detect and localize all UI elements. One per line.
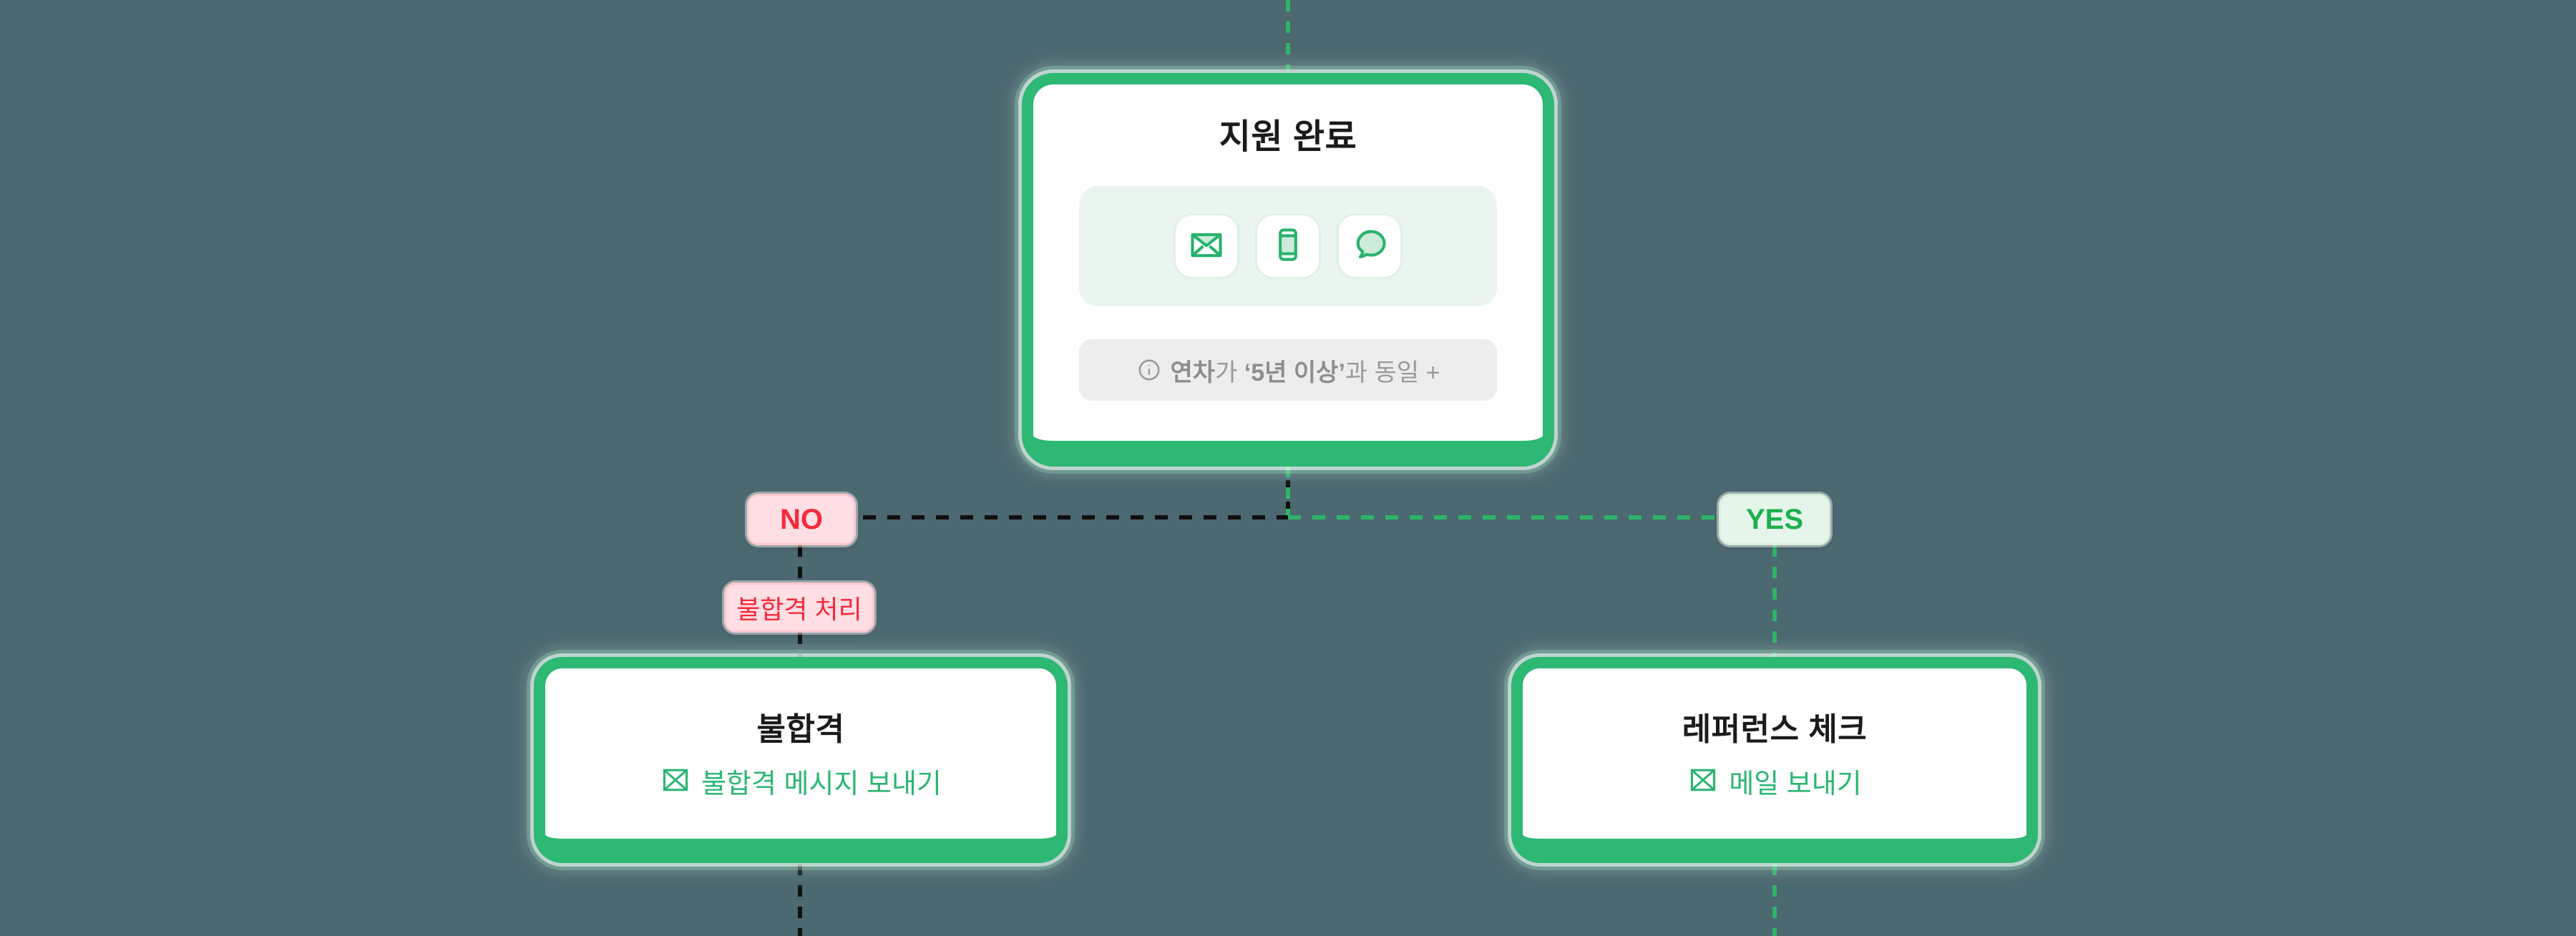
action-label: 불합격 메시지 보내기 — [701, 769, 942, 799]
edge-label-fail-process[interactable]: 불합격 처리 — [724, 582, 874, 633]
edge-label-no[interactable]: NO — [747, 494, 856, 545]
channel-icon-panel — [1079, 186, 1497, 306]
node-fail[interactable]: 불합격 불합격 메시지 보내기 — [534, 657, 1068, 863]
node-title: 불합격 — [756, 712, 845, 747]
node-reference-check[interactable]: 레퍼런스 체크 메일 보내기 — [1511, 657, 2038, 863]
edge-no-horizontal-line — [863, 515, 1288, 520]
edge-reference-outgoing-line — [1772, 864, 1777, 936]
chat-channel-button[interactable] — [1337, 213, 1402, 279]
condition-field: 연차 — [1170, 359, 1216, 386]
edge-label-yes[interactable]: YES — [1719, 494, 1830, 545]
edge-fail-outgoing-line — [798, 864, 802, 936]
edge-yes-horizontal-line — [1288, 515, 1719, 520]
mail-channel-button[interactable] — [1174, 213, 1239, 279]
send-fail-message-action[interactable]: 불합격 메시지 보내기 — [660, 764, 942, 804]
node-apply-complete[interactable]: 지원 완료 — [1022, 73, 1554, 467]
condition-particle: 가 — [1215, 359, 1244, 386]
edge-no-drop-line-1 — [798, 545, 802, 582]
edge-yes-drop-line — [1772, 545, 1777, 657]
mail-outline-icon — [660, 764, 691, 804]
chat-icon — [1351, 226, 1388, 267]
mail-icon — [1188, 226, 1225, 267]
node-title: 지원 완료 — [1219, 118, 1357, 156]
condition-operator: 과 동일 + — [1345, 359, 1440, 386]
edge-yes-stem-line — [1286, 466, 1290, 520]
info-circle-icon — [1136, 357, 1162, 383]
mail-outline-icon — [1687, 764, 1719, 804]
phone-channel-button[interactable] — [1255, 213, 1321, 279]
edge-top-incoming-line — [1286, 0, 1290, 70]
edge-no-drop-line-2 — [798, 633, 802, 658]
phone-icon — [1269, 226, 1307, 267]
node-title: 레퍼런스 체크 — [1682, 712, 1868, 747]
send-mail-action[interactable]: 메일 보내기 — [1687, 764, 1862, 804]
action-label: 메일 보내기 — [1729, 769, 1862, 799]
condition-bar[interactable]: 연차가 ‘5년 이상’과 동일 + — [1079, 339, 1497, 401]
condition-value: ‘5년 이상’ — [1244, 359, 1345, 386]
condition-text: 연차가 ‘5년 이상’과 동일 + — [1171, 353, 1440, 388]
